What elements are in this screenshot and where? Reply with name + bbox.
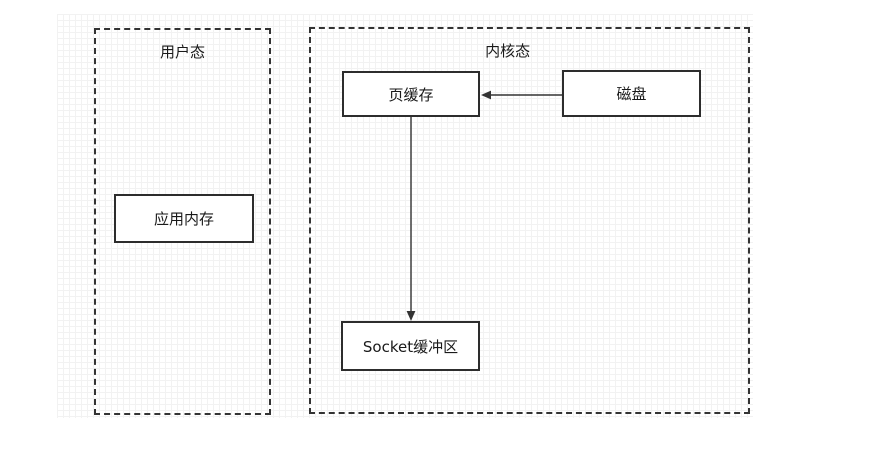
container-label-user-mode: 用户态 — [159, 43, 206, 61]
node-page-cache: 页缓存 — [342, 71, 480, 117]
node-app-memory: 应用内存 — [114, 194, 254, 243]
node-disk: 磁盘 — [562, 70, 701, 117]
container-kernel-mode: 内核态 — [309, 27, 750, 414]
container-user-mode: 用户态 — [94, 28, 271, 415]
node-socket-buffer: Socket缓冲区 — [341, 321, 480, 371]
container-label-kernel-mode: 内核态 — [485, 42, 531, 60]
